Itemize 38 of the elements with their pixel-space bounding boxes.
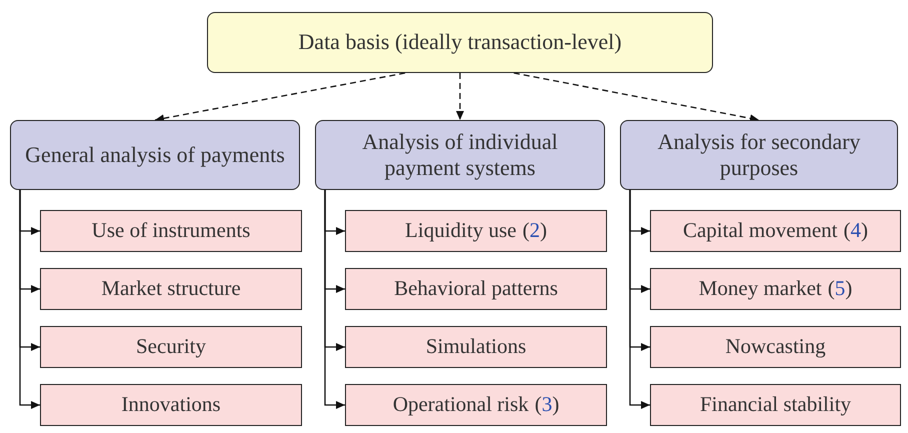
- arrow: [324, 190, 345, 409]
- topic-box: [650, 384, 901, 426]
- box-label: Nowcasting: [725, 334, 826, 360]
- topic-box: [345, 384, 607, 426]
- box-label: General analysis of payments: [25, 142, 285, 168]
- box-label: Innovations: [121, 392, 221, 418]
- category-box: [315, 120, 605, 190]
- topic-box: [40, 326, 302, 368]
- source-box: [207, 12, 713, 73]
- box-label: Capital movement (4): [682, 218, 868, 244]
- box-label: Analysis for secondary purposes: [656, 128, 862, 182]
- box-label: Behavioral patterns: [394, 276, 558, 302]
- topic-box: [345, 268, 607, 310]
- topic-box: [40, 268, 302, 310]
- box-label: Analysis of individual payment systems: [361, 128, 559, 182]
- topic-box: [650, 210, 901, 252]
- box-label: Operational risk (3): [392, 392, 560, 418]
- box-label: Liquidity use (2): [405, 218, 547, 244]
- topic-box: [650, 268, 901, 310]
- arrow: [19, 190, 40, 409]
- box-label: Market structure: [101, 276, 241, 302]
- category-box: [620, 120, 898, 190]
- category-box: [10, 120, 300, 190]
- box-label: Use of instruments: [92, 218, 250, 244]
- arrow: [154, 72, 406, 122]
- arrow: [514, 72, 760, 122]
- arrow: [629, 190, 650, 409]
- box-label: Financial stability: [700, 392, 852, 418]
- arrow: [456, 73, 464, 120]
- topic-box: [650, 326, 901, 368]
- box-label: Security: [136, 334, 206, 360]
- box-label: Simulations: [426, 334, 526, 360]
- topic-box: [40, 210, 302, 252]
- box-label: Data basis (ideally transaction-level): [298, 29, 622, 56]
- topic-box: [345, 326, 607, 368]
- topic-box: [40, 384, 302, 426]
- box-label: Money market (5): [698, 276, 852, 302]
- topic-box: [345, 210, 607, 252]
